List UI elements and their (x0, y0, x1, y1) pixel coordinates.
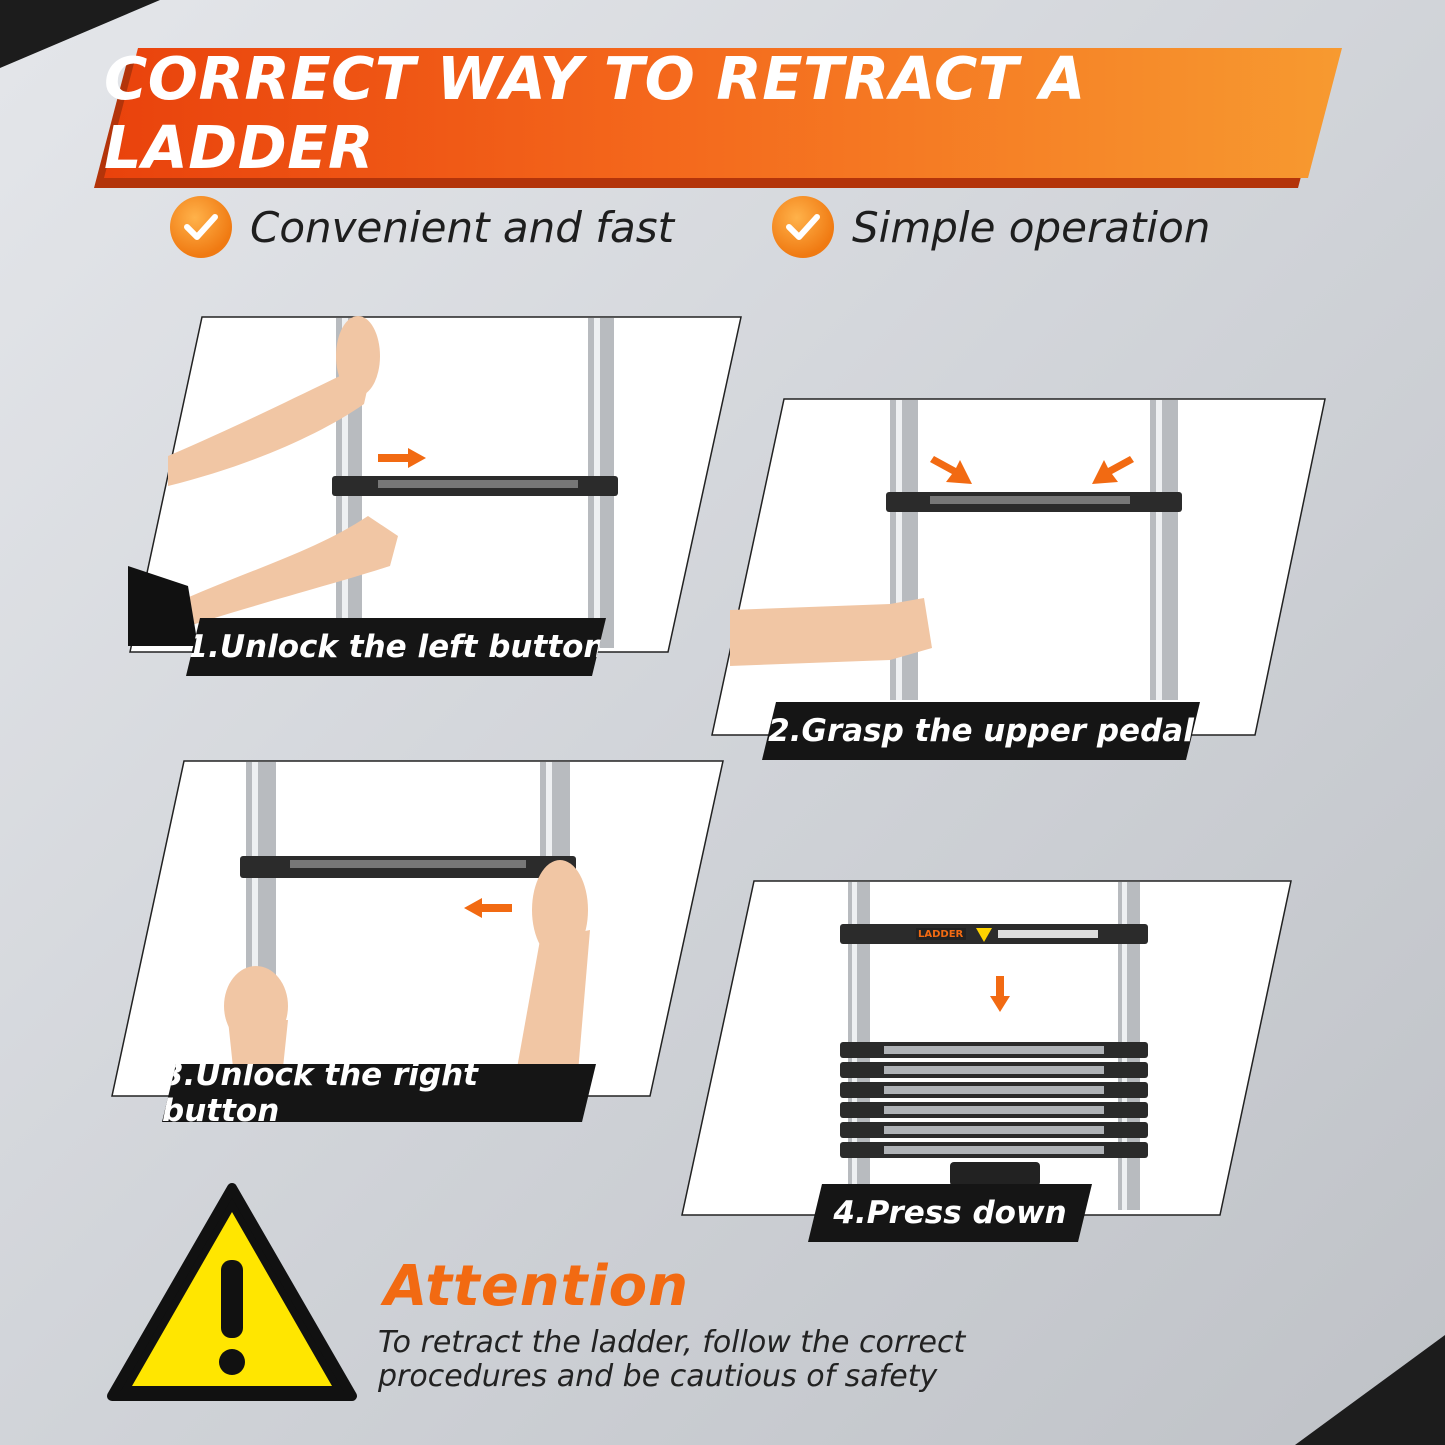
page-title: CORRECT WAY TO RETRACT A LADDER (104, 44, 1086, 182)
attention-title: Attention (384, 1254, 689, 1319)
feature-label: Convenient and fast (250, 202, 675, 252)
step-2-label: 2.Grasp the upper pedal (762, 702, 1200, 760)
check-icon (170, 196, 232, 258)
step-1-label: 1.Unlock the left button (186, 618, 606, 676)
title-banner (104, 48, 1342, 178)
feature-label: Simple operation (852, 202, 1211, 252)
feature-simple: Simple operation (772, 194, 1210, 260)
warning-triangle-icon (107, 1183, 357, 1401)
feature-convenient: Convenient and fast (170, 194, 674, 260)
step-2-panel (711, 398, 1326, 736)
attention-body: To retract the ladder, follow the correc… (378, 1325, 966, 1394)
step-4-brand-text: LADDER (918, 929, 964, 940)
step-1-panel (128, 316, 742, 653)
bottom-right-corner-shape (1295, 1335, 1445, 1445)
check-icon (772, 196, 834, 258)
top-left-corner-shape (0, 0, 160, 68)
step-4-panel (681, 880, 1292, 1216)
step-4-label: 4.Press down (808, 1184, 1092, 1242)
step-3-panel (111, 760, 724, 1097)
step-3-label: 3.Unlock the right button (162, 1064, 596, 1122)
